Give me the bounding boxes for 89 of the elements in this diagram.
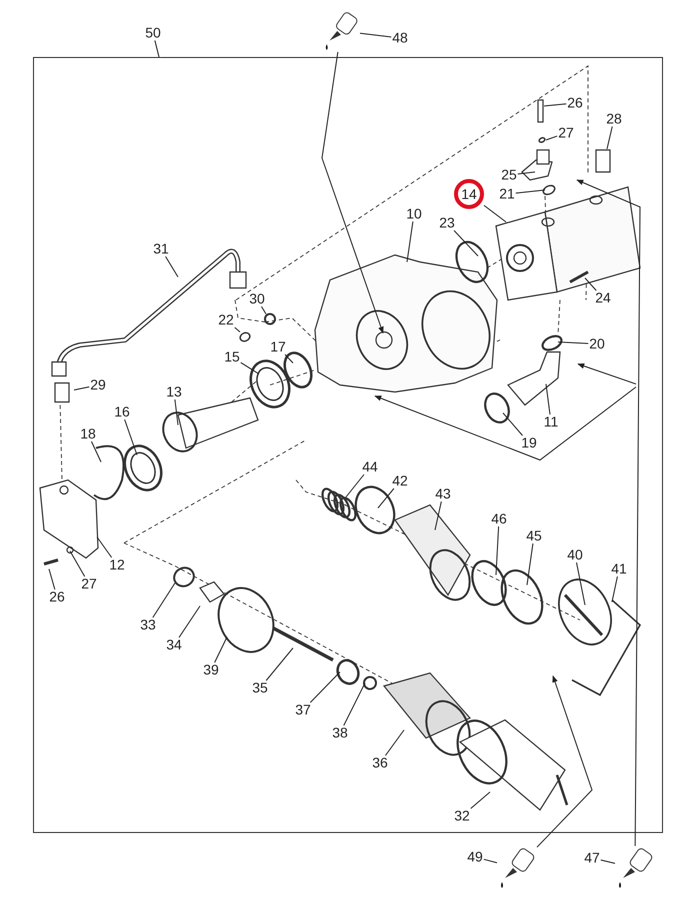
leader-line xyxy=(124,419,138,456)
callout-number: 49 xyxy=(466,850,484,864)
callout-number: 12 xyxy=(108,558,126,572)
callout-number: 43 xyxy=(434,486,452,502)
callout-number: 32 xyxy=(453,808,471,824)
leader-line xyxy=(90,441,102,462)
arrow xyxy=(536,675,593,848)
leader-line xyxy=(346,474,364,498)
callout-number: 34 xyxy=(165,638,183,652)
leader-line xyxy=(483,858,498,864)
callout-number: 45 xyxy=(525,528,543,544)
leader-line xyxy=(558,342,589,344)
callout-number: 26 xyxy=(48,590,66,604)
callout-number: 46 xyxy=(490,512,508,526)
leader-line xyxy=(546,136,558,140)
callout-number: 37 xyxy=(294,702,312,718)
leader-line xyxy=(544,103,567,106)
leader-line xyxy=(214,636,228,663)
leader-line xyxy=(526,543,534,586)
callout-number: 20 xyxy=(588,336,606,352)
callout-number: 27 xyxy=(557,126,575,140)
leader-line xyxy=(517,172,536,174)
leader-line xyxy=(454,230,478,256)
callout-number: 41 xyxy=(610,562,628,576)
leader-line xyxy=(261,306,266,314)
leader-line xyxy=(384,730,404,756)
callout-number: 19 xyxy=(520,436,538,450)
callout-number: 31 xyxy=(152,242,170,256)
callout-number: 44 xyxy=(361,460,379,474)
callout-number: 35 xyxy=(251,680,269,696)
leader-line xyxy=(343,682,366,726)
leader-line xyxy=(546,384,551,415)
leader-line xyxy=(502,412,523,436)
callout-number: 15 xyxy=(223,350,241,364)
leader-line xyxy=(154,40,160,58)
callout-number: 14 xyxy=(454,179,484,209)
leader-line xyxy=(470,792,490,809)
callout-number: 10 xyxy=(405,206,423,222)
callout-number: 29 xyxy=(89,378,107,392)
callout-number: 23 xyxy=(438,216,456,230)
leader-line xyxy=(174,399,178,426)
leader-line xyxy=(48,568,56,590)
leader-line xyxy=(70,550,86,577)
leader-line xyxy=(234,327,240,332)
callout-number: 16 xyxy=(113,404,131,420)
callout-number: 17 xyxy=(269,340,287,354)
callout-number: 28 xyxy=(605,112,623,126)
callout-number: 40 xyxy=(566,548,584,562)
leader-line xyxy=(600,860,616,864)
leader-line xyxy=(584,278,597,291)
leader-line xyxy=(406,221,414,262)
leader-line xyxy=(240,362,260,374)
leader-line xyxy=(266,648,294,681)
callout-number: 13 xyxy=(165,384,183,400)
arrow xyxy=(321,52,384,334)
leader-line xyxy=(74,386,90,390)
callout-number: 25 xyxy=(500,168,518,182)
leader-line xyxy=(360,32,392,38)
callout-number: 18 xyxy=(79,426,97,442)
leader-line xyxy=(165,256,178,278)
callout-number: 24 xyxy=(594,290,612,306)
leader-line xyxy=(576,562,586,606)
leader-line xyxy=(310,672,340,703)
callout-number: 47 xyxy=(583,850,601,866)
leader-line xyxy=(515,190,546,194)
callout-number: 22 xyxy=(217,312,235,328)
callout-number: 48 xyxy=(391,30,409,46)
leader-line xyxy=(378,488,394,508)
leader-line xyxy=(284,354,294,364)
callout-number: 11 xyxy=(542,414,560,430)
callout-number: 42 xyxy=(391,474,409,488)
leader-line xyxy=(96,536,112,558)
callout-number: 36 xyxy=(371,756,389,770)
leader-line xyxy=(612,576,618,602)
callout-number: 50 xyxy=(144,26,162,40)
leader-line xyxy=(152,582,176,618)
arrow xyxy=(576,180,640,846)
callout-number: 39 xyxy=(202,662,220,678)
callout-number: 27 xyxy=(80,576,98,592)
leader-line xyxy=(178,606,200,638)
leader-line xyxy=(484,204,506,222)
callout-number: 21 xyxy=(498,186,516,202)
callout-number: 33 xyxy=(139,618,157,632)
callout-number: 38 xyxy=(331,726,349,740)
leader-line xyxy=(434,501,442,530)
callout-number: 26 xyxy=(566,96,584,110)
leader-line xyxy=(496,526,500,576)
callout-number: 30 xyxy=(248,292,266,306)
leader-line xyxy=(606,126,613,150)
